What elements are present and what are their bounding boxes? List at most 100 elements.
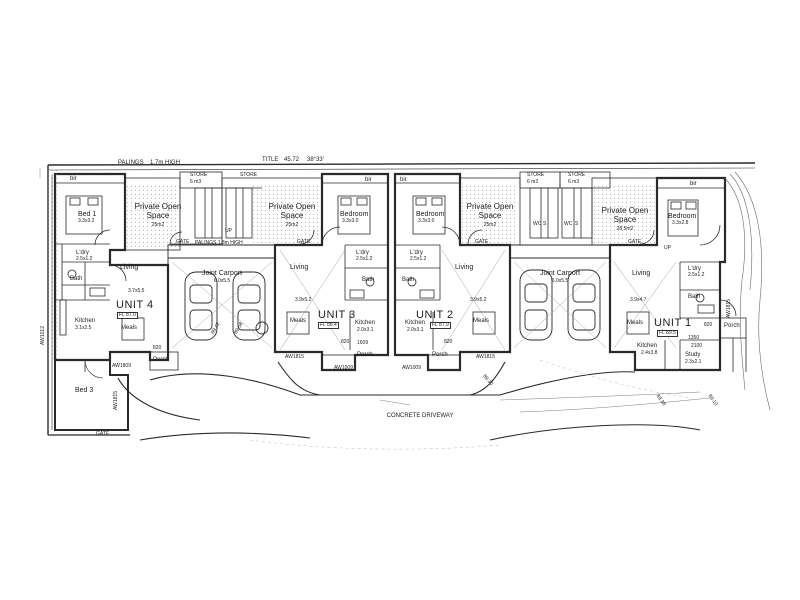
paving-dot — [514, 198, 515, 199]
unit-3-bedroom: Bedroom — [340, 211, 369, 218]
paving-dot — [646, 242, 647, 243]
paving-dot — [163, 186, 164, 187]
paving-dot — [498, 238, 499, 239]
paving-dot — [313, 194, 314, 195]
paving-dot — [293, 190, 294, 191]
paving-dot — [606, 186, 607, 187]
paving-dot — [171, 234, 172, 235]
paving-dot — [56, 194, 57, 195]
paving-dot — [167, 234, 168, 235]
paving-dot — [474, 222, 475, 223]
store-4-size: 6 m3 — [190, 179, 202, 185]
paving-dot — [482, 242, 483, 243]
paving-dot — [305, 194, 306, 195]
paving-dot — [297, 186, 298, 187]
paving-dot — [650, 234, 651, 235]
paving-dot — [52, 286, 53, 287]
paving-dot — [618, 222, 619, 223]
paving-dot — [494, 210, 495, 211]
paving-dot — [175, 230, 176, 231]
paving-dot — [155, 194, 156, 195]
paving-dot — [638, 230, 639, 231]
paving-dot — [265, 242, 266, 243]
wc-store-2: WC — [533, 221, 542, 227]
unit-1-living: Living — [632, 270, 651, 277]
paving-dot — [163, 234, 164, 235]
paving-dot — [614, 230, 615, 231]
paving-dot — [269, 234, 270, 235]
paving-dot — [646, 206, 647, 207]
paving-dot — [281, 222, 282, 223]
paving-dot — [56, 262, 57, 263]
paving-dot — [175, 210, 176, 211]
m820-unit1: 820 — [704, 322, 713, 328]
paving-dot — [277, 234, 278, 235]
paving-dot — [498, 206, 499, 207]
paving-dot — [139, 198, 140, 199]
paving-dot — [56, 186, 57, 187]
paving-dot — [273, 218, 274, 219]
paving-dot — [305, 206, 306, 207]
unit-1-kitchen-dim: 2.4x3.8 — [641, 350, 658, 356]
paving-dot — [155, 190, 156, 191]
paving-dot — [626, 198, 627, 199]
paving-dot — [630, 230, 631, 231]
paving-dot — [261, 210, 262, 211]
paving-dot — [482, 202, 483, 203]
paving-dot — [626, 210, 627, 211]
paving-dot — [175, 242, 176, 243]
paving-dot — [614, 198, 615, 199]
paving-dot — [301, 238, 302, 239]
paving-dot — [159, 230, 160, 231]
paving-dot — [257, 202, 258, 203]
unit-4-bed1-dim: 3.3x3.2 — [78, 218, 95, 224]
paving-dot — [139, 222, 140, 223]
gate-bottom-label: GATE — [96, 431, 110, 437]
paving-dot — [48, 170, 49, 171]
paving-dot — [261, 198, 262, 199]
paving-dot — [490, 226, 491, 227]
paving-dot — [313, 186, 314, 187]
paving-dot — [305, 210, 306, 211]
paving-dot — [498, 230, 499, 231]
paving-dot — [614, 186, 615, 187]
paving-dot — [602, 226, 603, 227]
paving-dot — [634, 234, 635, 235]
paving-dot — [297, 238, 298, 239]
paving-dot — [253, 206, 254, 207]
paving-dot — [48, 258, 49, 259]
paving-dot — [494, 218, 495, 219]
wc-store-1: WC — [564, 221, 573, 227]
paving-dot — [139, 242, 140, 243]
paving-dot — [261, 194, 262, 195]
paving-dot — [466, 198, 467, 199]
unit-2-porch: Porch — [432, 352, 448, 358]
paving-dot — [257, 186, 258, 187]
paving-dot — [257, 226, 258, 227]
car-3 — [519, 269, 553, 341]
paving-dot — [48, 294, 49, 295]
paving-dot — [159, 246, 160, 247]
paving-dot — [52, 358, 53, 359]
paving-dot — [273, 186, 274, 187]
paving-dot — [147, 198, 148, 199]
paving-dot — [638, 186, 639, 187]
paving-dot — [48, 182, 49, 183]
paving-dot — [281, 214, 282, 215]
paving-dot — [622, 194, 623, 195]
paving-dot — [478, 230, 479, 231]
pos-1-line2: Space — [613, 215, 637, 224]
paving-dot — [48, 194, 49, 195]
paving-dot — [598, 218, 599, 219]
paving-dot — [654, 194, 655, 195]
paving-dot — [510, 210, 511, 211]
paving-dot — [277, 226, 278, 227]
unit-2-laundry: L'dry — [410, 250, 423, 256]
paving-dot — [48, 298, 49, 299]
paving-dot — [52, 246, 53, 247]
paving-dot — [175, 198, 176, 199]
paving-dot — [265, 218, 266, 219]
paving-dot — [630, 238, 631, 239]
paving-dot — [614, 218, 615, 219]
paving-dot — [159, 242, 160, 243]
